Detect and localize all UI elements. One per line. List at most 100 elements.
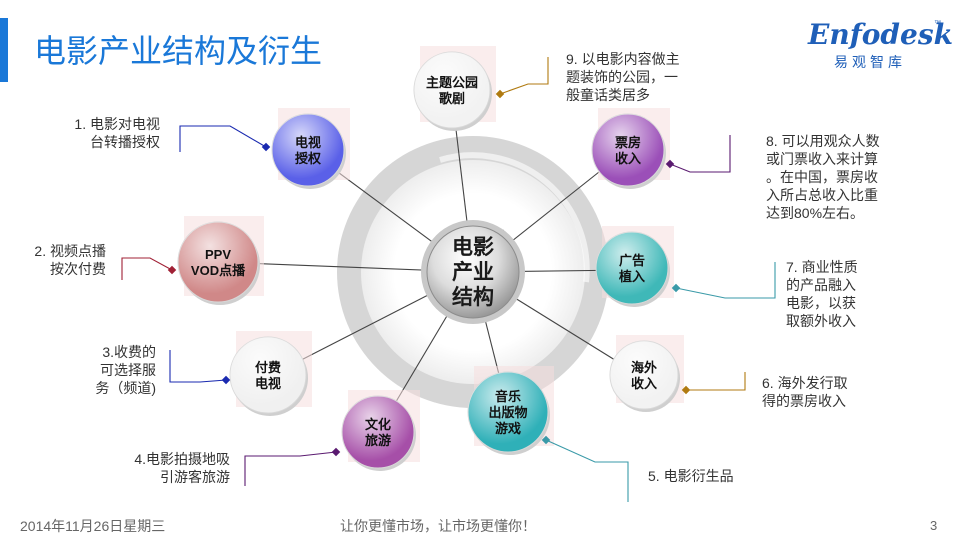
node-label-line: 付费	[255, 360, 281, 375]
label-line: 电影，以获	[786, 295, 856, 311]
leader-endpoints	[167, 89, 691, 457]
label-pay-channel: 3.收费的 可选择服 务（频道)	[60, 343, 156, 397]
label-line: 取额外收入	[786, 313, 856, 329]
footer-date: 2014年11月26日星期三	[20, 518, 166, 534]
leader-lines	[121, 57, 776, 502]
leader-ppv	[121, 257, 173, 280]
node-label: 付费电视	[255, 360, 281, 391]
title-accent-bar	[0, 18, 8, 82]
node-gloss	[342, 396, 414, 468]
node-label-line: 海外	[631, 360, 657, 375]
leader-theme-park	[499, 57, 549, 95]
node-gloss	[230, 337, 306, 413]
label-vod: 2. 视频点播 按次付费	[20, 242, 106, 278]
leader-paytv	[169, 350, 227, 383]
hub-label-line: 产业	[452, 260, 494, 284]
label-line: 达到80%左右。	[766, 205, 865, 221]
logo-trademark: ™	[934, 20, 941, 27]
node-gloss	[178, 222, 258, 302]
label-line: 或门票收入来计算	[766, 151, 878, 167]
node-label-line: 旅游	[365, 433, 391, 448]
label-line: 按次付费	[50, 261, 106, 277]
node-label: 广告植入	[618, 253, 645, 284]
leader-tv	[179, 125, 267, 152]
endpoint-culture	[331, 447, 341, 457]
node-gloss	[414, 52, 490, 128]
label-line: 得的票房收入	[762, 393, 846, 409]
leader-overseas	[686, 372, 746, 391]
label-product-placement: 7. 商业性质 的产品融入 电影，以获 取额外收入	[786, 258, 858, 330]
label-line: 2. 视频点播	[34, 243, 106, 259]
logo-subtitle: 易观智库	[834, 54, 906, 70]
label-line: 引游客旅游	[160, 469, 230, 485]
label-line: 3.收费的	[102, 344, 156, 360]
label-tourism: 4.电影拍摄地吸 引游客旅游	[118, 450, 230, 486]
hub-label-line: 结构	[452, 285, 494, 309]
label-box-office: 8. 可以用观众人数 或门票收入来计算 。在中国，票房收 入所占总收入比重 达到…	[766, 132, 880, 222]
label-overseas: 6. 海外发行取 得的票房收入	[762, 374, 848, 410]
label-line: 的产品融入	[786, 277, 856, 293]
endpoint-paytv	[221, 375, 231, 385]
leader-music	[545, 439, 629, 502]
node-label-line: 授权	[295, 151, 322, 166]
node-label-line: 收入	[631, 376, 657, 391]
page-number: 3	[930, 518, 938, 533]
node-gloss	[592, 114, 664, 186]
label-line: 7. 商业性质	[786, 259, 858, 275]
endpoint-ads	[671, 283, 681, 293]
node-gloss	[272, 114, 344, 186]
node-label-line: 文化	[365, 417, 391, 432]
label-line: 入所占总收入比重	[766, 187, 878, 203]
hub-label-line: 电影	[452, 236, 494, 259]
label-derivatives: 5. 电影衍生品	[648, 467, 734, 485]
node-label-line: 广告	[619, 253, 645, 268]
label-theme-park: 9. 以电影内容做主 题装饰的公园，一 般童话类居多	[566, 50, 680, 104]
node-label: 票房收入	[615, 135, 641, 166]
node-music: 音乐出版物游戏	[467, 366, 554, 455]
label-line: 1. 电影对电视	[74, 116, 160, 132]
node-label-line: 出版物	[488, 405, 527, 420]
footer-slogan: 让你更懂市场，让市场更懂你！	[340, 518, 536, 534]
label-line: 5. 电影衍生品	[648, 468, 734, 484]
leader-box-office	[669, 135, 731, 173]
node-label-line: 电视	[255, 376, 281, 391]
leader-culture	[244, 451, 337, 486]
node-culture: 文化旅游	[341, 390, 420, 471]
node-label-line: VOD点播	[191, 263, 246, 278]
ring-highlight	[439, 152, 590, 283]
node-label-line: 游戏	[495, 421, 521, 436]
label-line: 可选择服	[100, 362, 156, 378]
node-gloss	[610, 341, 678, 409]
node-label-line: 票房	[615, 135, 641, 150]
page-title: 电影产业结构及衍生	[34, 33, 323, 69]
label-line: 务（频道)	[95, 380, 156, 396]
node-label-line: PPV	[205, 247, 231, 262]
node-label-line: 收入	[615, 151, 641, 166]
label-line: 题装饰的公园，一	[566, 69, 678, 85]
node-overseas: 海外收入	[609, 335, 684, 412]
label-line: 8. 可以用观众人数	[766, 133, 880, 149]
node-gloss	[596, 232, 668, 304]
node-box-office: 票房收入	[591, 108, 670, 189]
hub-label: 电影产业结构	[452, 236, 494, 309]
node-tv: 电视授权	[271, 108, 350, 189]
node-ads: 广告植入	[595, 226, 674, 307]
label-line: 6. 海外发行取	[762, 375, 848, 391]
label-line: 。在中国，票房收	[766, 169, 878, 185]
node-label: 电视授权	[295, 135, 322, 166]
endpoint-theme-park	[495, 89, 505, 99]
hub-circle	[426, 225, 520, 319]
node-label: 音乐出版物游戏	[488, 389, 527, 436]
node-label: 主题公园歌剧	[426, 75, 478, 106]
endpoint-ppv	[167, 265, 177, 275]
label-line: 台转播授权	[90, 134, 160, 150]
label-tv-licensing: 1. 电影对电视 台转播授权	[58, 115, 160, 151]
node-label-line: 歌剧	[439, 91, 465, 106]
node-label-line: 植入	[618, 269, 645, 284]
enfodesk-logo: Enfodesk ™ 易观智库	[808, 14, 953, 74]
leader-ads	[675, 262, 776, 299]
